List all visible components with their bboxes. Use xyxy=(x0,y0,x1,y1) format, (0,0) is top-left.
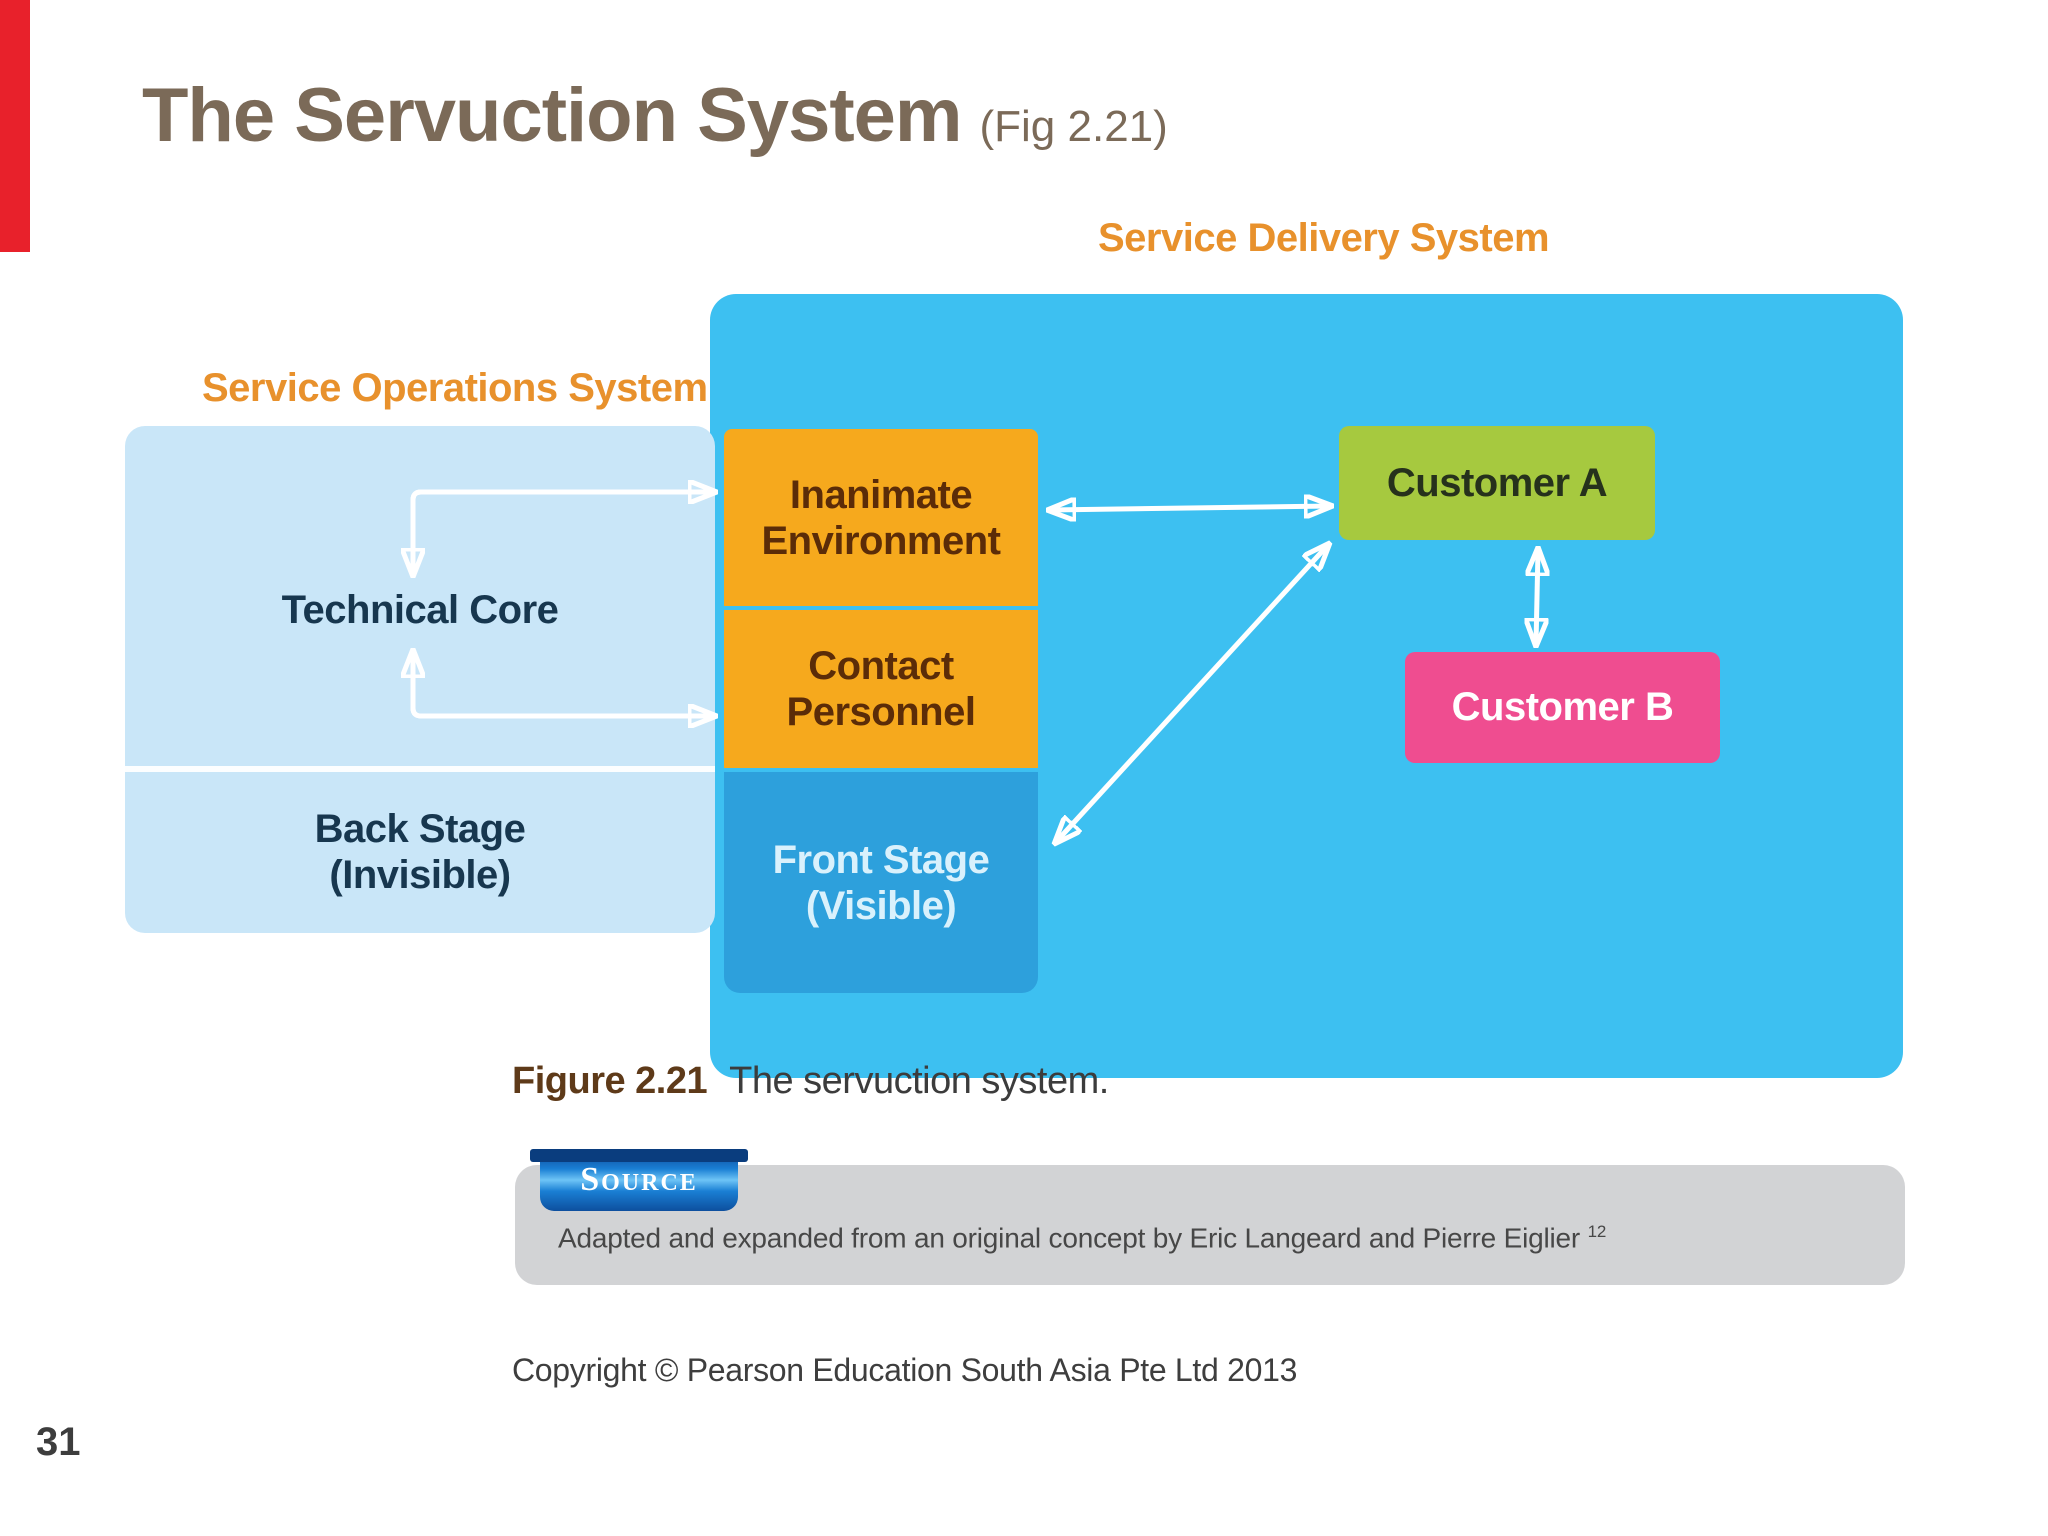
red-edge-strip xyxy=(0,0,30,252)
front-stage-box: Front Stage (Visible) xyxy=(724,772,1038,993)
service-operations-system-label: Service Operations System xyxy=(202,366,708,410)
source-ribbon-tab: Source xyxy=(530,1149,748,1211)
contact-personnel-label-line1: Contact xyxy=(808,644,954,688)
service-delivery-system-label: Service Delivery System xyxy=(1098,216,1550,260)
technical-core-label: Technical Core xyxy=(281,588,559,632)
figure-caption-text: The servuction system. xyxy=(729,1060,1109,1102)
customer-a-box: Customer A xyxy=(1339,426,1655,540)
front-stage-label-line2: (Visible) xyxy=(805,883,957,928)
back-stage-label: Back Stage (Invisible) xyxy=(125,806,715,898)
figure-reference: (Fig 2.21) xyxy=(979,102,1168,151)
inanimate-environment-box: Inanimate Environment xyxy=(724,429,1038,606)
front-stage-label-line1: Front Stage xyxy=(772,837,990,882)
contact-personnel-label-line2: Personnel xyxy=(786,690,976,734)
source-footnote-number: 12 xyxy=(1587,1222,1607,1241)
customer-b-box: Customer B xyxy=(1405,652,1720,763)
page-number: 31 xyxy=(36,1420,81,1464)
figure-caption: Figure 2.21 The servuction system. xyxy=(512,1060,1109,1103)
copyright-line: Copyright © Pearson Education South Asia… xyxy=(512,1352,1298,1388)
source-attribution-text: Adapted and expanded from an original co… xyxy=(558,1222,1606,1254)
figure-caption-number: Figure 2.21 xyxy=(512,1060,708,1102)
page-title-text: The Servuction System xyxy=(142,73,962,158)
source-attribution-body: Adapted and expanded from an original co… xyxy=(558,1222,1581,1254)
page-title: The Servuction System (Fig 2.21) xyxy=(142,72,1168,159)
customer-a-label: Customer A xyxy=(1386,460,1608,505)
back-stage-label-line1: Back Stage xyxy=(314,807,526,851)
inanimate-environment-label-line2: Environment xyxy=(761,518,1001,563)
customer-b-label: Customer B xyxy=(1451,685,1674,729)
source-ribbon-label: Source xyxy=(580,1161,698,1198)
back-stage-label-line2: (Invisible) xyxy=(329,853,511,897)
inanimate-environment-label-line1: Inanimate xyxy=(789,472,973,517)
source-panel xyxy=(515,1165,1905,1285)
contact-personnel-box: Contact Personnel xyxy=(724,610,1038,768)
backstage-divider-line xyxy=(125,766,715,772)
